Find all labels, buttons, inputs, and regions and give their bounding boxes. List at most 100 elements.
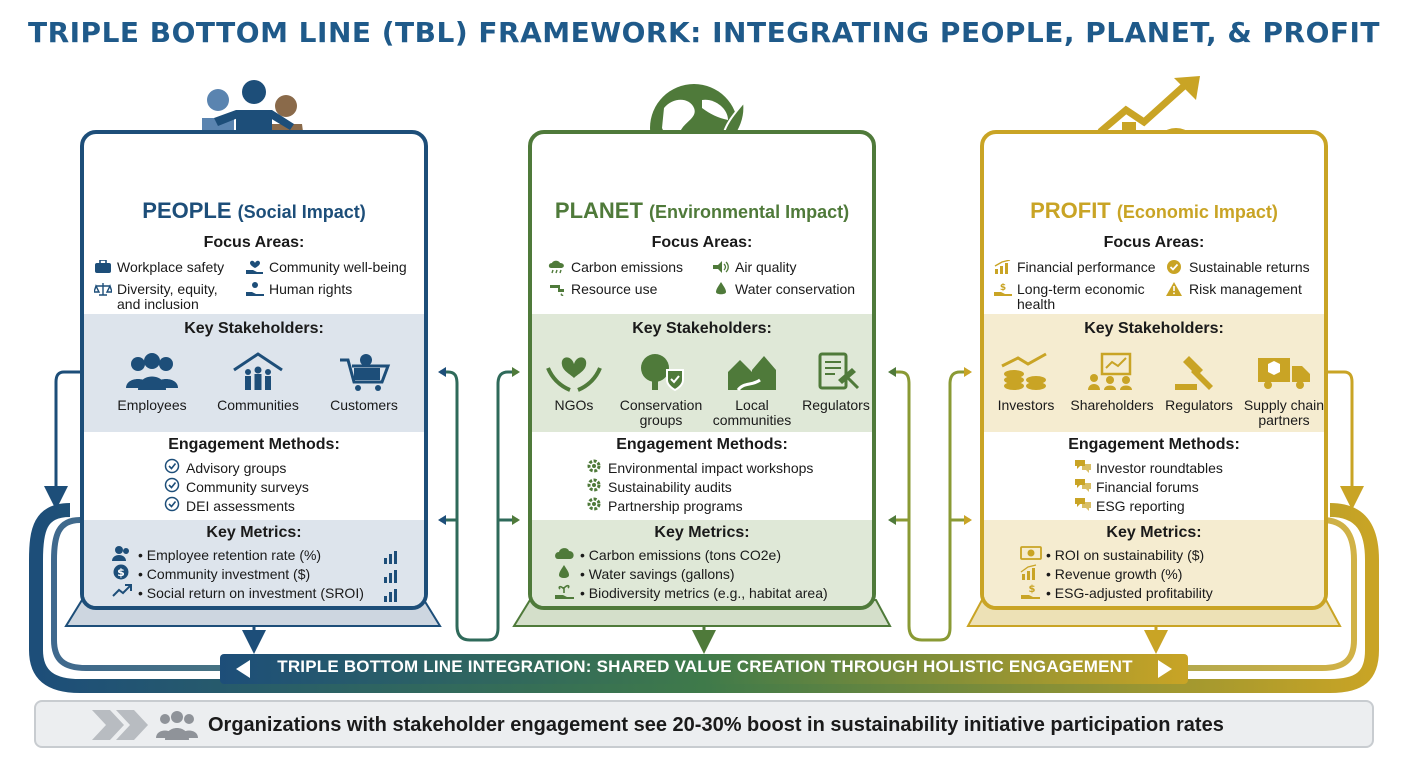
- dollar-coin-icon: $: [113, 564, 129, 580]
- co2-cloud-icon: [555, 548, 574, 559]
- planet-header: PLANET (Environmental Impact): [532, 198, 872, 224]
- growth-chart-icon: [994, 259, 1011, 274]
- stakeholder-ngos: NGOs: [534, 352, 614, 413]
- people-metrics-band: [84, 520, 424, 606]
- stakeholder-employees: Employees: [104, 352, 200, 413]
- money-hand-icon: $: [1021, 584, 1040, 599]
- stakeholder-customers: Customers: [314, 352, 414, 413]
- profit-name: PROFIT: [1030, 198, 1111, 223]
- svg-text:$: $: [117, 566, 125, 579]
- faucet-icon: [550, 285, 564, 297]
- scales-icon: [93, 283, 113, 296]
- profit-engagement-title: Engagement Methods:: [1068, 436, 1240, 453]
- metric-item: $• ESG-adjusted profitability: [1020, 583, 1213, 604]
- hands-heart-icon: [546, 357, 602, 392]
- bar-chart-icons: [384, 551, 397, 602]
- people-focus-item: Workplace safety: [94, 259, 224, 277]
- planet-focus-title: Focus Areas:: [651, 234, 753, 251]
- integration-loop-inner: [51, 517, 1357, 671]
- users-icon: [112, 546, 129, 561]
- plant-hand-icon: [555, 584, 574, 599]
- shopping-cart-icon: [340, 354, 391, 391]
- profit-panel: PROFIT (Economic Impact) Focus Areas: Fi…: [980, 130, 1328, 610]
- stakeholder-shareholders: Shareholders: [1064, 352, 1160, 413]
- people-focus-item: Community well-being: [246, 260, 407, 277]
- engagement-item: DEI assessments: [164, 496, 295, 517]
- profit-subtitle: (Economic Impact): [1116, 202, 1278, 222]
- stakeholder-regulators: Regulators: [794, 352, 872, 413]
- people-focus-areas: Workplace safety Community well-being Di…: [92, 258, 424, 312]
- profit-focus-areas: Financial performance Sustainable return…: [992, 258, 1324, 312]
- people-header: PEOPLE (Social Impact): [84, 198, 424, 224]
- chat-bubbles-icon: [1075, 479, 1091, 492]
- revenue-chart-icon: [1020, 564, 1037, 580]
- planet-focus-item: Water conservation: [712, 282, 855, 299]
- metric-item: • Employee retention rate (%): [112, 545, 321, 566]
- check-circle-icon: [164, 458, 180, 474]
- svg-text:$: $: [1000, 283, 1006, 293]
- engagement-item: ESG reporting: [1074, 496, 1185, 517]
- planet-subtitle: (Environmental Impact): [649, 202, 850, 222]
- footer-callout: Organizations with stakeholder engagemen…: [34, 700, 1374, 748]
- money-hand-icon: $: [994, 283, 1012, 296]
- profit-side-flow: [1328, 370, 1364, 510]
- village-icon: [728, 356, 776, 392]
- metric-item: $• Community investment ($): [112, 564, 310, 585]
- planet-stakeholders-title: Key Stakeholders:: [632, 320, 772, 337]
- integration-loop-outer: [29, 503, 1379, 693]
- page-title: TRIPLE BOTTOM LINE (TBL) FRAMEWORK: INTE…: [27, 16, 1381, 49]
- gear-icon: [587, 478, 601, 492]
- people-focus-item: Diversity, equity,and inclusion: [93, 282, 218, 312]
- planet-name: PLANET: [554, 198, 643, 223]
- profit-focus-item: Risk management: [1166, 282, 1302, 299]
- human-rights-icon: [246, 282, 264, 296]
- people-name: PEOPLE: [142, 198, 232, 223]
- people-engagement-title: Engagement Methods:: [168, 436, 340, 453]
- profit-stakeholders-title: Key Stakeholders:: [1084, 320, 1224, 337]
- water-drop-icon: [716, 282, 726, 295]
- check-circle-icon: [1167, 260, 1181, 274]
- water-drop-icon: [559, 565, 569, 578]
- air-quality-icon: [713, 261, 729, 273]
- metric-item: • Water savings (gallons): [554, 564, 735, 585]
- people-metrics-title: Key Metrics:: [206, 524, 302, 541]
- metric-item: • ROI on sustainability ($): [1020, 545, 1204, 566]
- gavel-icon: [1175, 356, 1213, 390]
- integration-banner-bar: [220, 654, 1188, 684]
- profit-metrics-band: [984, 520, 1324, 606]
- chat-bubbles-icon: [1075, 460, 1091, 473]
- profit-focus-title: Focus Areas:: [1103, 234, 1205, 251]
- engagement-item: Community surveys: [164, 477, 309, 498]
- stakeholder-investors: Investors: [986, 352, 1066, 413]
- chevron-arrows-icon: [92, 710, 148, 740]
- people-focus-item: Human rights: [246, 282, 352, 299]
- svg-text:$: $: [1029, 584, 1036, 595]
- engagement-item: Financial forums: [1074, 477, 1199, 498]
- engagement-item: Sustainability audits: [586, 477, 732, 498]
- employees-icon: [126, 353, 178, 390]
- people-group-icon: [156, 711, 198, 740]
- planet-profit-flow-1: [890, 370, 970, 642]
- people-side-flow: [44, 370, 80, 510]
- briefcase-icon: [95, 259, 111, 273]
- planet-engagement-title: Engagement Methods:: [616, 436, 788, 453]
- profit-metrics-title: Key Metrics:: [1106, 524, 1202, 541]
- metric-item: • Revenue growth (%): [1020, 564, 1182, 585]
- planet-panel: PLANET (Environmental Impact) Focus Area…: [528, 130, 876, 610]
- planet-metrics-title: Key Metrics:: [654, 524, 750, 541]
- stakeholder-communities: Communities: [208, 352, 308, 413]
- gear-icon: [587, 497, 601, 511]
- integration-banner-text: TRIPLE BOTTOM LINE INTEGRATION: SHARED V…: [277, 657, 1133, 676]
- check-circle-icon: [164, 496, 180, 512]
- profit-focus-item: Sustainable returns: [1166, 260, 1310, 277]
- people-stakeholders-title: Key Stakeholders:: [184, 320, 324, 337]
- people-planet-flow-1: [440, 370, 518, 642]
- people-panel: PEOPLE (Social Impact) Focus Areas: Work…: [80, 130, 428, 610]
- presentation-icon: [1088, 352, 1132, 390]
- planet-metrics-band: [532, 520, 872, 606]
- planet-stakeholders-band: [532, 314, 872, 432]
